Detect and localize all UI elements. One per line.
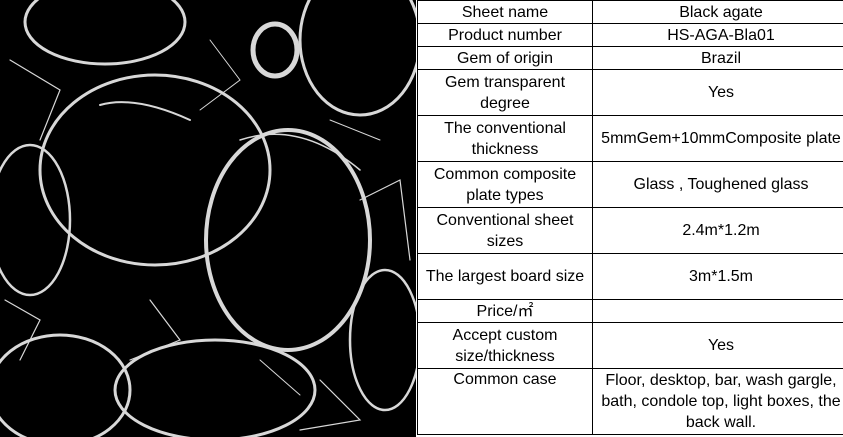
table-row: Common case Floor, desktop, bar, wash ga… bbox=[417, 368, 843, 435]
row-label-plate-types: Common composite plate types bbox=[417, 161, 593, 208]
row-label-common-case: Common case bbox=[417, 368, 593, 435]
row-label-transparent-degree: Gem transparent degree bbox=[417, 69, 593, 116]
row-value-sheet-sizes: 2.4m*1.2m bbox=[592, 207, 843, 254]
row-value-thickness: 5mmGem+10mmComposite plate bbox=[592, 115, 843, 162]
row-value-plate-types: Glass , Toughened glass bbox=[592, 161, 843, 208]
row-value-sheet-name: Black agate bbox=[592, 0, 843, 24]
table-row: Sheet name Black agate bbox=[417, 0, 843, 24]
row-value-gem-origin: Brazil bbox=[592, 46, 843, 70]
row-value-price bbox=[592, 299, 843, 323]
row-label-price: Price/㎡ bbox=[417, 299, 593, 323]
table-row: Accept custom size/thickness Yes bbox=[417, 322, 843, 369]
row-label-sheet-name: Sheet name bbox=[417, 0, 593, 24]
row-value-largest-board: 3m*1.5m bbox=[592, 253, 843, 300]
row-label-product-number: Product number bbox=[417, 23, 593, 47]
table-row: Gem transparent degree Yes bbox=[417, 69, 843, 116]
row-label-largest-board: The largest board size bbox=[417, 253, 593, 300]
row-label-custom-size: Accept custom size/thickness bbox=[417, 322, 593, 369]
row-value-transparent-degree: Yes bbox=[592, 69, 843, 116]
row-label-gem-origin: Gem of origin bbox=[417, 46, 593, 70]
row-value-product-number: HS-AGA-Bla01 bbox=[592, 23, 843, 47]
table-row: Conventional sheet sizes 2.4m*1.2m bbox=[417, 207, 843, 254]
table-row: Gem of origin Brazil bbox=[417, 46, 843, 70]
table-row: Common composite plate types Glass , Tou… bbox=[417, 161, 843, 208]
table-row: Product number HS-AGA-Bla01 bbox=[417, 23, 843, 47]
table-row: The conventional thickness 5mmGem+10mmCo… bbox=[417, 115, 843, 162]
table-row: Price/㎡ bbox=[417, 299, 843, 323]
row-value-custom-size: Yes bbox=[592, 322, 843, 369]
agate-vein-pattern bbox=[0, 0, 416, 437]
table-row: The largest board size 3m*1.5m bbox=[417, 253, 843, 300]
row-label-thickness: The conventional thickness bbox=[417, 115, 593, 162]
row-value-common-case: Floor, desktop, bar, wash gargle, bath, … bbox=[592, 368, 843, 435]
black-agate-photo bbox=[0, 0, 416, 437]
row-label-sheet-sizes: Conventional sheet sizes bbox=[417, 207, 593, 254]
specification-table: Sheet name Black agate Product number HS… bbox=[417, 0, 843, 435]
